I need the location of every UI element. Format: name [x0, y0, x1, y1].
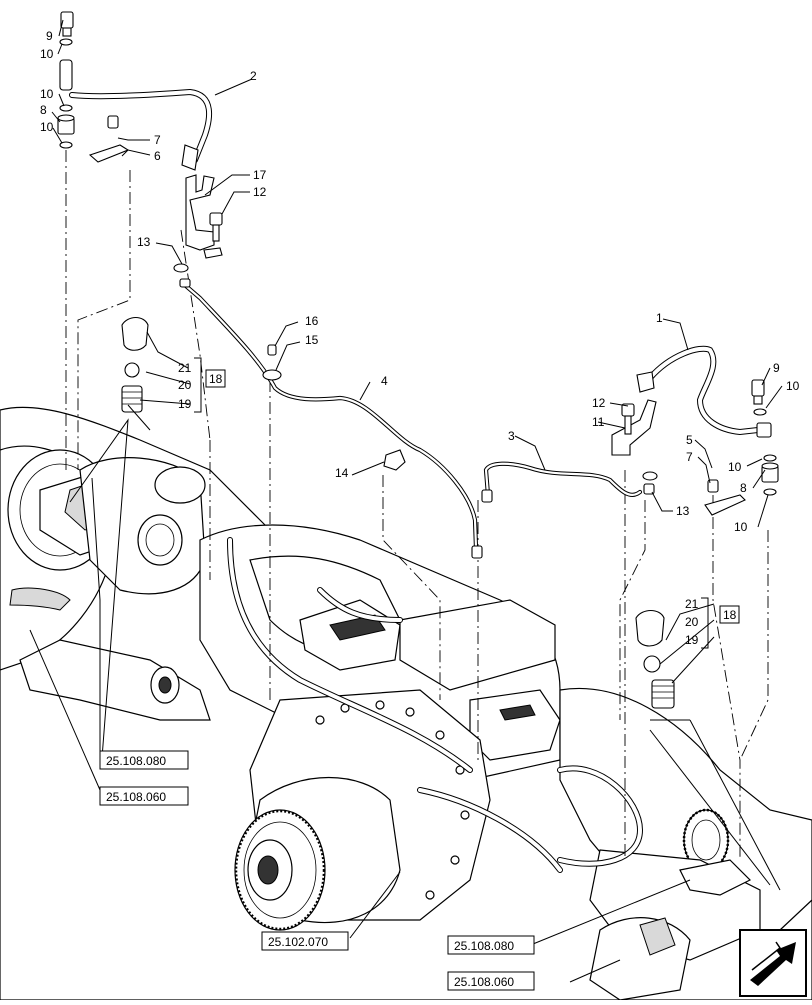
ref-box-left-top[interactable]: 25.108.080 — [99, 750, 189, 770]
ref-box-center[interactable]: 25.102.070 — [261, 931, 349, 951]
washer-10-a — [59, 38, 73, 46]
hose-assembly-1 — [636, 345, 772, 438]
callout-6: 6 — [154, 149, 161, 163]
washer-10-e — [763, 454, 777, 462]
bracket-11 — [611, 399, 657, 456]
reference-label: 25.108.060 — [454, 975, 514, 989]
pipe-assembly-4 — [179, 278, 483, 559]
banjo-bolt-9-left — [60, 11, 74, 37]
callout-10: 10 — [786, 379, 800, 393]
callout-2: 2 — [250, 69, 257, 83]
callout-11: 11 — [592, 415, 605, 429]
reference-label: 25.108.060 — [106, 790, 166, 804]
leader-lines — [29, 19, 783, 983]
callout-9: 9 — [46, 29, 53, 43]
clip-5-bolt-7 — [704, 479, 746, 516]
callout-10: 10 — [40, 47, 54, 61]
callout-labels: 9 10 2 10 8 10 7 6 17 12 13 16 15 21 20 … — [40, 29, 800, 647]
bolt-16-clip-15 — [262, 344, 282, 381]
callout-10: 10 — [40, 87, 54, 101]
spring-cap-19-right — [651, 679, 675, 709]
pipe-assembly-3 — [481, 461, 643, 503]
callout-15: 15 — [305, 333, 319, 347]
next-page-arrow-icon[interactable] — [739, 929, 807, 997]
reference-label: 25.108.080 — [454, 939, 514, 953]
callout-14: 14 — [335, 466, 349, 480]
hose-assembly-2 — [59, 59, 213, 171]
callout-18: 18 — [723, 608, 737, 622]
ball-20-left — [124, 362, 140, 378]
union-8-right — [761, 462, 779, 483]
assembly-dash-lines — [65, 150, 769, 860]
callout-18: 18 — [209, 372, 223, 386]
ref-box-right-bottom[interactable]: 25.108.060 — [447, 971, 535, 991]
washer-10-b — [59, 104, 73, 112]
callout-16: 16 — [305, 314, 319, 328]
callout-19: 19 — [685, 633, 699, 647]
callout-10: 10 — [40, 120, 54, 134]
callout-12: 12 — [253, 185, 267, 199]
callout-7: 7 — [154, 133, 161, 147]
washer-10-f — [763, 488, 777, 496]
callout-3: 3 — [508, 429, 515, 443]
callout-7: 7 — [686, 450, 693, 464]
reference-label: 25.102.070 — [268, 935, 328, 949]
grommet-13-left — [173, 263, 189, 273]
callout-20: 20 — [178, 378, 192, 392]
spring-cap-19-left — [121, 385, 143, 413]
callout-8: 8 — [40, 103, 47, 117]
callout-19: 19 — [178, 397, 192, 411]
callout-9: 9 — [773, 361, 780, 375]
callout-12: 12 — [592, 396, 606, 410]
ref-box-right-top[interactable]: 25.108.080 — [447, 935, 535, 955]
ball-20-right — [643, 655, 661, 673]
bracket-17 — [185, 174, 223, 259]
ref-box-left-bottom[interactable]: 25.108.060 — [99, 786, 189, 806]
callout-17: 17 — [253, 168, 267, 182]
group-box-18-right: 18 — [719, 605, 740, 624]
callout-4: 4 — [381, 374, 388, 388]
bulkhead-14 — [383, 449, 406, 471]
group-box-18-left: 18 — [205, 369, 226, 388]
callout-13: 13 — [676, 504, 690, 518]
callout-20: 20 — [685, 615, 699, 629]
cartridge-21-left — [121, 316, 149, 351]
grommet-13-right — [642, 471, 658, 495]
axle-assembly — [0, 406, 812, 1001]
washer-10-c — [59, 141, 73, 149]
callout-5: 5 — [686, 433, 693, 447]
callout-13: 13 — [137, 235, 151, 249]
cartridge-21-right — [635, 609, 665, 647]
union-8-left — [57, 114, 75, 135]
banjo-bolt-9-right — [751, 379, 765, 405]
callout-10: 10 — [728, 460, 742, 474]
reference-label: 25.108.080 — [106, 754, 166, 768]
callout-1: 1 — [656, 311, 663, 325]
callout-10: 10 — [734, 520, 748, 534]
washer-10-d — [753, 408, 767, 416]
callout-21: 21 — [178, 361, 192, 375]
callout-21: 21 — [685, 597, 699, 611]
callout-8: 8 — [740, 481, 747, 495]
